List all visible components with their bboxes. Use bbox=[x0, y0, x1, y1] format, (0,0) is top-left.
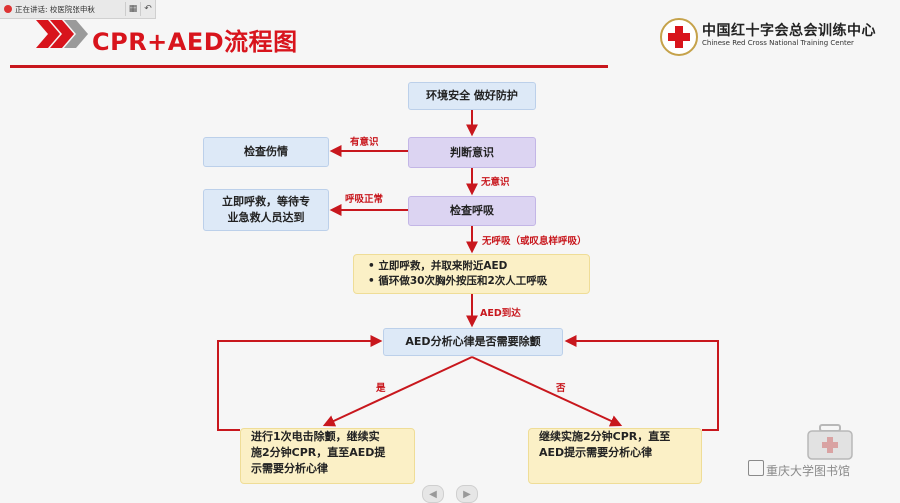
page-title: CPR+AED流程图 bbox=[92, 28, 298, 56]
label-conscious: 有意识 bbox=[350, 137, 379, 148]
arrow-aed-to-shock bbox=[322, 356, 473, 427]
library-logo-icon bbox=[748, 460, 764, 476]
speaking-indicator-icon bbox=[4, 5, 12, 13]
shock-line2: 施2分钟CPR，直至AED提 bbox=[251, 445, 386, 459]
label-no: 否 bbox=[556, 383, 566, 394]
logo-chinese-name: 中国红十字会总会训练中心 bbox=[702, 23, 876, 39]
label-breathing-normal: 呼吸正常 bbox=[345, 194, 384, 205]
cpr-step-1: • 立即呼救，并取来附近AED bbox=[368, 259, 508, 272]
label-unconscious: 无意识 bbox=[481, 177, 510, 188]
arrow-right-icon: ▶ bbox=[463, 488, 471, 500]
arrow-left-icon: ◀ bbox=[429, 488, 437, 500]
call-wait-line1: 立即呼救，等待专 bbox=[222, 195, 310, 209]
header-chevron-icon bbox=[36, 20, 88, 48]
speaking-status-text: 正在讲话: 校医院张申秋 bbox=[15, 4, 95, 14]
grid-view-icon[interactable]: ▦ bbox=[125, 2, 140, 16]
label-no-breathing: 无呼吸（或叹息样呼吸） bbox=[482, 236, 587, 247]
meeting-status-bar: 正在讲话: 校医院张申秋 ▦ ↶ bbox=[0, 0, 156, 19]
box-continue-cpr: 继续实施2分钟CPR，直至 AED提示需要分析心律 bbox=[528, 428, 702, 484]
shock-line3: 示需要分析心律 bbox=[251, 461, 328, 475]
box-check-breathing: 检查呼吸 bbox=[408, 196, 536, 226]
red-cross-icon bbox=[660, 18, 698, 56]
label-aed-arrived: AED到达 bbox=[480, 308, 521, 319]
next-slide-button[interactable]: ▶ bbox=[456, 485, 478, 503]
box-call-and-cpr: • 立即呼救，并取来附近AED • 循环做30次胸外按压和2次人工呼吸 bbox=[353, 254, 590, 294]
header-divider bbox=[10, 65, 608, 68]
prev-slide-button[interactable]: ◀ bbox=[422, 485, 444, 503]
watermark-text: 重庆大学图书馆 bbox=[766, 464, 851, 478]
back-arrow-icon[interactable]: ↶ bbox=[140, 2, 155, 16]
label-yes: 是 bbox=[376, 383, 386, 394]
box-check-injury: 检查伤情 bbox=[203, 137, 329, 167]
box-aed-analyze: AED分析心律是否需要除颤 bbox=[383, 328, 563, 356]
first-aid-kit-icon bbox=[807, 424, 853, 460]
box-judge-consciousness: 判断意识 bbox=[408, 137, 536, 168]
no-shock-line2: AED提示需要分析心律 bbox=[539, 445, 653, 459]
no-shock-line1: 继续实施2分钟CPR，直至 bbox=[539, 430, 671, 443]
call-wait-line2: 业急救人员达到 bbox=[227, 211, 305, 224]
box-call-and-wait: 立即呼救，等待专 业急救人员达到 bbox=[203, 189, 329, 231]
red-cross-logo: 中国红十字会总会训练中心 Chinese Red Cross National … bbox=[660, 18, 892, 56]
logo-english-name: Chinese Red Cross National Training Cent… bbox=[702, 39, 854, 47]
box-environment-safety: 环境安全 做好防护 bbox=[408, 82, 536, 110]
loop-arrow-left bbox=[217, 335, 383, 431]
arrow-aed-to-noshock bbox=[471, 356, 623, 427]
box-shock-and-cpr: 进行1次电击除颤，继续实 施2分钟CPR，直至AED提 示需要分析心律 bbox=[240, 428, 415, 484]
shock-line1: 进行1次电击除颤，继续实 bbox=[251, 430, 380, 443]
loop-arrow-right bbox=[564, 335, 719, 431]
cpr-step-2: • 循环做30次胸外按压和2次人工呼吸 bbox=[368, 275, 548, 287]
